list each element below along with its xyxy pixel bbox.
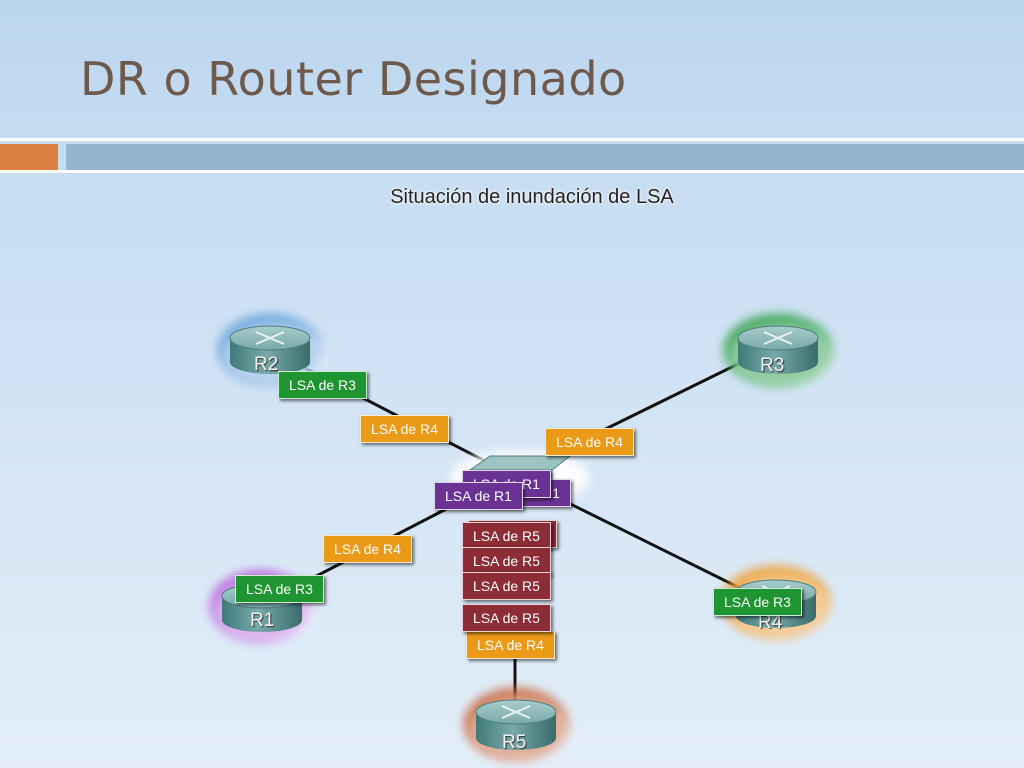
lsa-r4-packet: LSA de R4 xyxy=(360,415,449,443)
lsa-r3-packet: LSA de R3 xyxy=(235,575,324,603)
accent-bar-blue xyxy=(66,144,1024,170)
lsa-r5-packet: LSA de R5 xyxy=(462,522,551,550)
router-r3-icon xyxy=(724,314,834,387)
lsa-r4-packet: LSA de R4 xyxy=(545,428,634,456)
lsa-r4-packet: LSA de R4 xyxy=(323,535,412,563)
router-r5-label: R5 xyxy=(502,732,527,753)
accent-bar-orange xyxy=(0,144,58,170)
lsa-r5-packet: LSA de R5 xyxy=(462,572,551,600)
slide-title: DR o Router Designado xyxy=(80,52,627,106)
lsa-r1-packet: LSA de R1 xyxy=(434,482,523,510)
diagram-title: Situación de inundación de LSA xyxy=(390,186,674,208)
lsa-r4-packet: LSA de R4 xyxy=(466,631,555,659)
title-divider-bottom xyxy=(0,170,1024,173)
router-r4-label: R4 xyxy=(758,612,783,633)
lsa-r5-packet: LSA de R5 xyxy=(462,547,551,575)
router-r5-icon xyxy=(464,688,570,761)
router-r1-label: R1 xyxy=(250,610,275,631)
router-r3-label: R3 xyxy=(760,355,785,376)
lsa-r3-packet: LSA de R3 xyxy=(278,371,367,399)
title-divider-top xyxy=(0,138,1024,141)
router-r2-label: R2 xyxy=(254,354,279,375)
lsa-r5-packet: LSA de R5 xyxy=(462,604,551,632)
lsa-r3-packet: LSA de R3 xyxy=(713,588,802,616)
